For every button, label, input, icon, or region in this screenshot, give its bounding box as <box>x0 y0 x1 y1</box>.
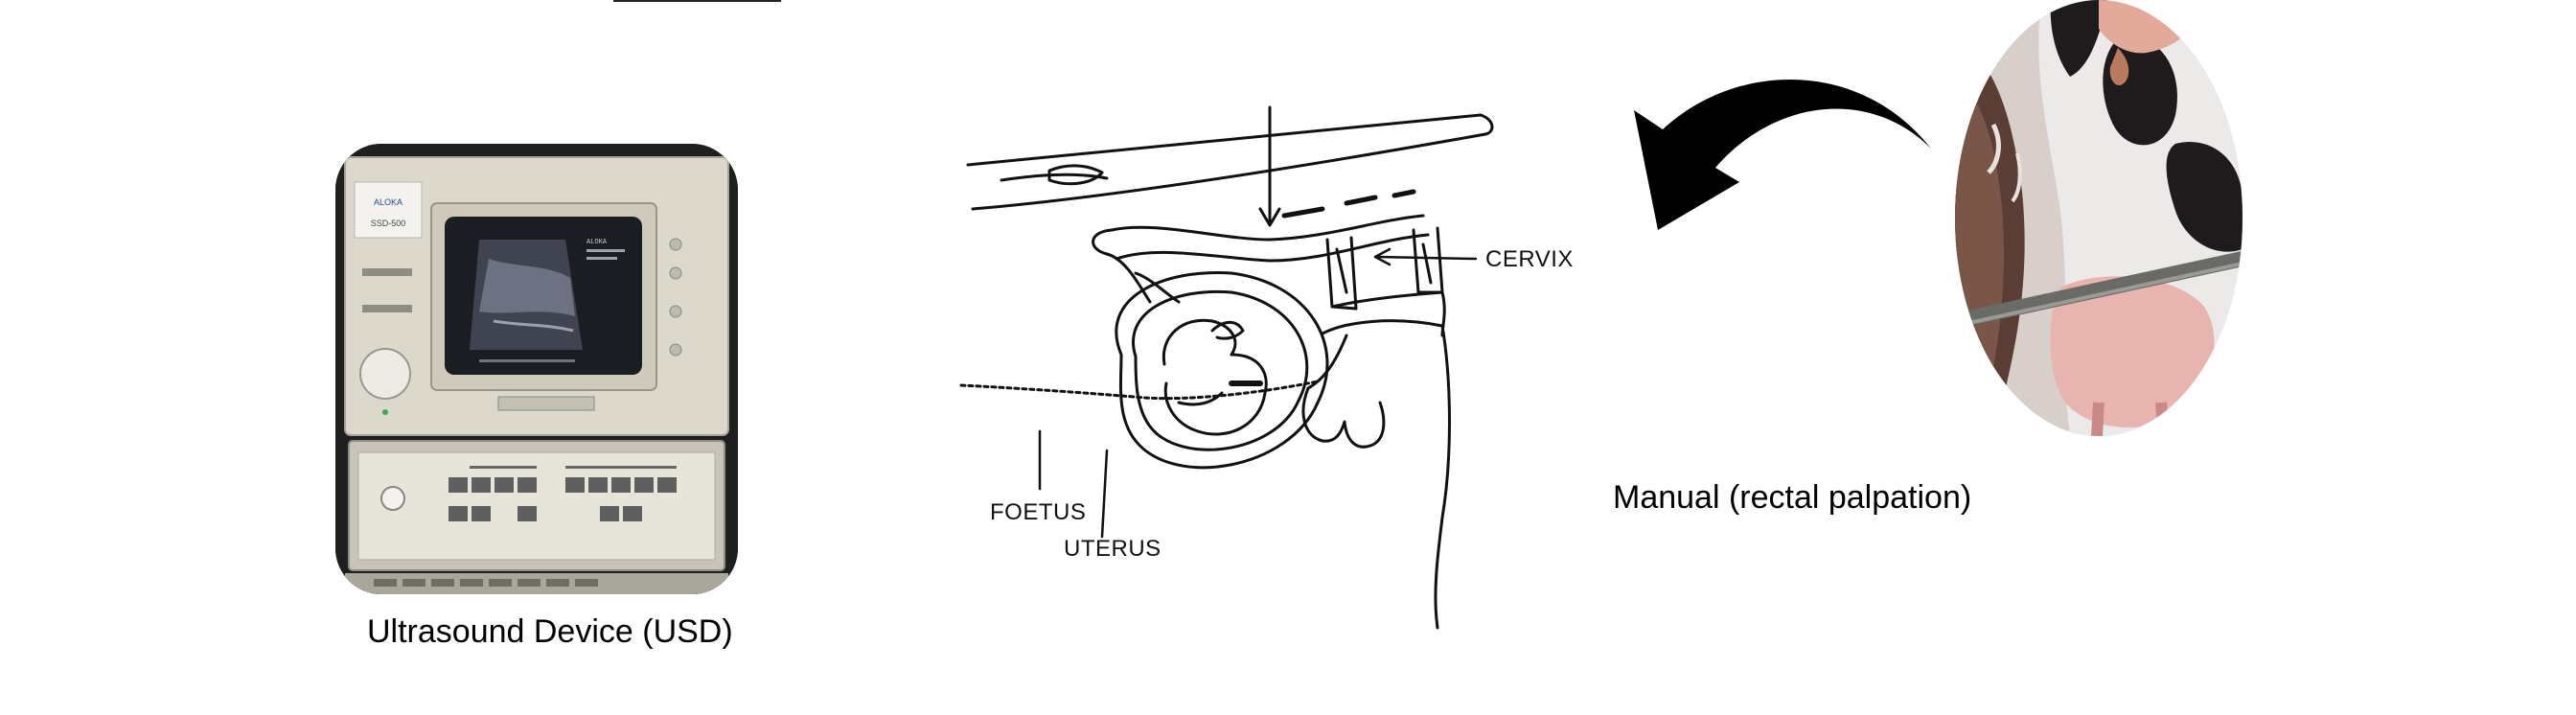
device-brand-label: ALOKA <box>374 197 402 207</box>
cervix-label: CERVIX <box>1485 246 1574 272</box>
ultrasound-device-illustration: ALOKA SSD-500 ALOKA <box>335 144 738 594</box>
cow-illustration <box>1955 0 2242 436</box>
device-model-label: SSD-500 <box>371 219 406 228</box>
manual-caption: Manual (rectal palpation) <box>1613 479 1972 516</box>
reproductive-tract-diagram: CERVIX FOETUS UTERUS <box>944 96 1615 671</box>
ultrasound-device-photo: ALOKA SSD-500 ALOKA <box>335 144 738 594</box>
foetus-label: FOETUS <box>990 499 1086 525</box>
top-divider-line <box>613 0 781 2</box>
ultrasound-caption: Ultrasound Device (USD) <box>367 613 733 650</box>
uterus-label: UTERUS <box>1064 536 1162 562</box>
cow-reproductive-tract-svg: CERVIX FOETUS UTERUS <box>959 105 1574 630</box>
curved-arrow-icon <box>1634 79 1931 231</box>
svg-text:ALOKA: ALOKA <box>586 239 608 246</box>
rectal-palpation-photo <box>1955 0 2242 436</box>
